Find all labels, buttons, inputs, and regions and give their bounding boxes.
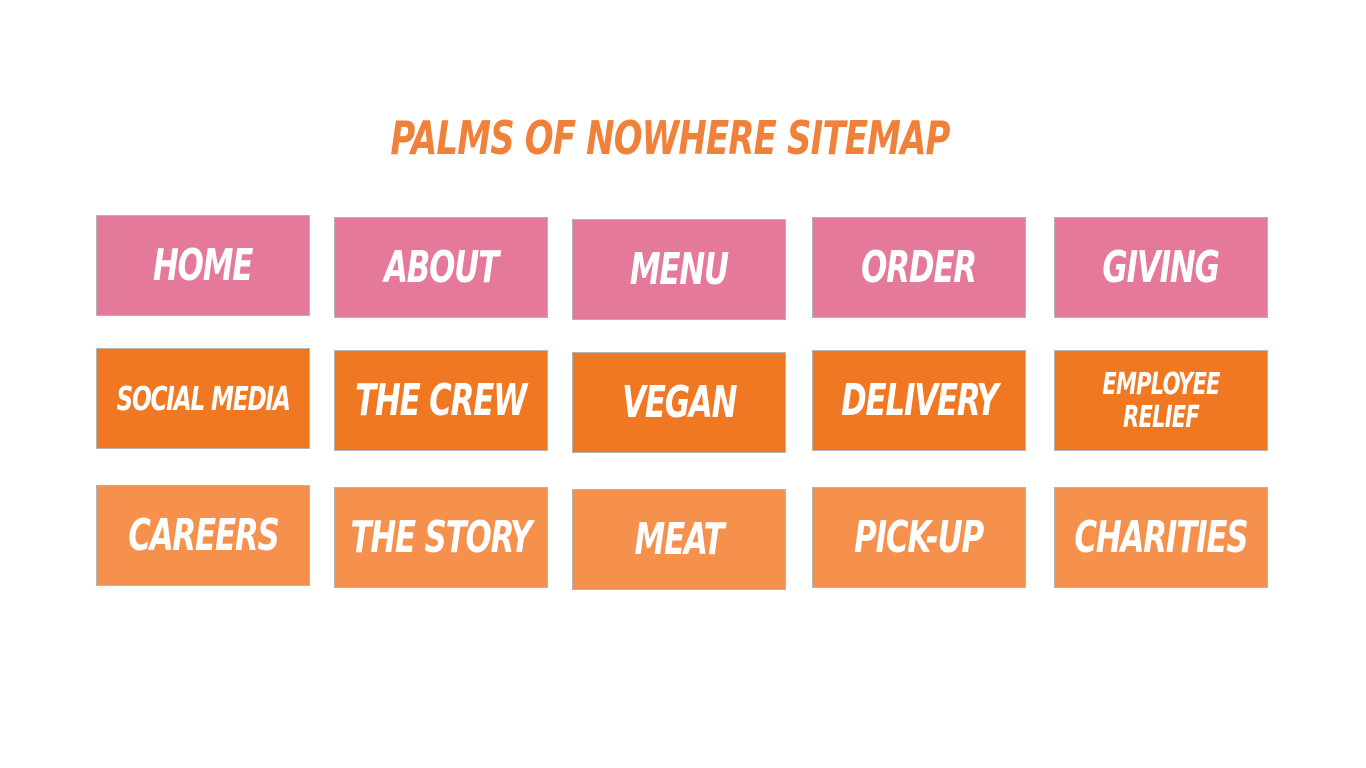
card-meat-label: MEAT xyxy=(634,513,725,565)
card-home-label: HOME xyxy=(153,239,253,291)
card-careers[interactable]: CAREERS xyxy=(96,485,310,586)
card-employee-relief[interactable]: EMPLOYEE RELIEF xyxy=(1054,350,1268,451)
card-meat[interactable]: MEAT xyxy=(572,489,786,590)
card-the-story[interactable]: THE STORY xyxy=(334,487,548,588)
card-employee-relief-label: EMPLOYEE RELIEF xyxy=(1102,366,1220,435)
card-order[interactable]: ORDER xyxy=(812,217,1026,318)
card-delivery-label: DELIVERY xyxy=(840,374,999,426)
card-the-story-label: THE STORY xyxy=(350,511,533,563)
card-pick-up[interactable]: PICK-UP xyxy=(812,487,1026,588)
card-the-crew-label: THE CREW xyxy=(355,374,528,426)
card-giving[interactable]: GIVING xyxy=(1054,217,1268,318)
card-about[interactable]: ABOUT xyxy=(334,217,548,318)
card-home[interactable]: HOME xyxy=(96,215,310,316)
card-careers-label: CAREERS xyxy=(127,509,280,561)
card-order-label: ORDER xyxy=(861,241,978,293)
card-charities-label: CHARITIES xyxy=(1074,511,1249,563)
card-about-label: ABOUT xyxy=(384,241,499,293)
card-menu-label: MENU xyxy=(629,243,729,295)
card-charities[interactable]: CHARITIES xyxy=(1054,487,1268,588)
card-pick-up-label: PICK-UP xyxy=(854,511,985,563)
card-vegan[interactable]: VEGAN xyxy=(572,352,786,453)
card-the-crew[interactable]: THE CREW xyxy=(334,350,548,451)
card-delivery[interactable]: DELIVERY xyxy=(812,350,1026,451)
card-social-media-label: SOCIAL MEDIA xyxy=(116,378,290,418)
sitemap-title: PALMS OF NOWHERE SITEMAP xyxy=(390,111,950,165)
card-vegan-label: VEGAN xyxy=(621,376,737,428)
card-giving-label: GIVING xyxy=(1102,241,1221,293)
card-menu[interactable]: MENU xyxy=(572,219,786,320)
card-social-media[interactable]: SOCIAL MEDIA xyxy=(96,348,310,449)
